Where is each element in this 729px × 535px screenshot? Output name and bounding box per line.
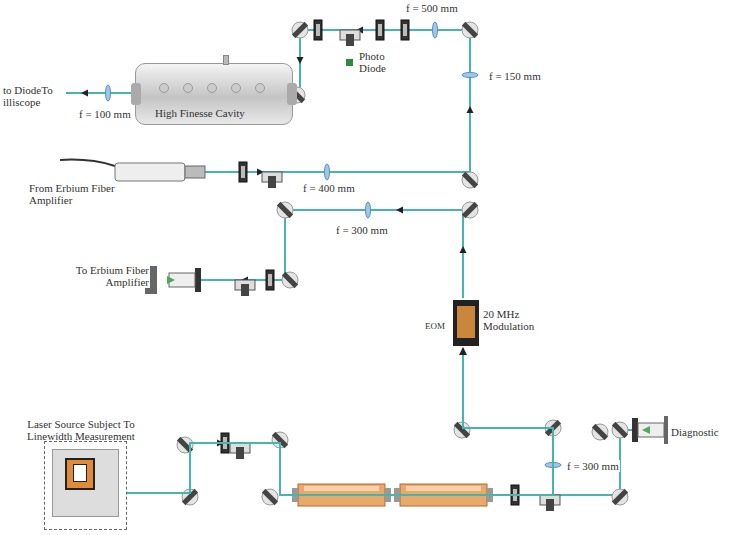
component-label: Diagnostic [670,426,720,438]
laser-window [73,464,87,482]
waveplate-window [403,24,407,36]
laser-beam [200,210,463,298]
mirror [282,272,298,288]
waveplate-window [378,24,382,36]
mirror-mount [612,422,628,438]
component-label: f = 300 mm [335,224,389,236]
cavity-flange [287,83,297,105]
collimator [115,163,185,181]
component-label: f = 150 mm [488,70,542,82]
isolator-post [346,34,354,46]
mirror [612,489,628,505]
mirror [462,172,478,188]
tube-highlight [406,486,481,491]
lens [106,85,111,101]
lens [366,202,371,218]
mirror-mount [462,22,478,38]
component-label: To Erbium Fiber Amplifier [46,264,150,288]
lens [433,22,438,38]
node-text: EOM [425,320,445,332]
isolator-post [268,176,276,188]
coupler-mount [632,418,638,442]
mirror [277,202,293,218]
mirror-mount [592,424,608,440]
mirror [462,202,478,218]
waveplate [401,20,409,40]
waveplate [376,20,384,40]
mirror-mount [282,272,298,288]
mirror-mount [462,172,478,188]
mirror-mount [292,22,308,38]
coupler-body [664,416,668,444]
mirror-mount [612,489,628,505]
node-text: Laser Source Subject To Linewidth Measur… [25,418,137,442]
beam-arrowhead [467,106,474,113]
cavity-window [159,83,169,93]
isolator-post [236,447,244,459]
beam-arrowhead [297,57,304,64]
coupler [638,423,664,437]
component-label: to DiodeTo illiscope [2,84,66,108]
laser-beam [553,430,632,495]
cavity-flange [131,83,141,105]
waveplate-window [316,24,320,36]
component-label: f = 500 mm [405,2,459,14]
beam-arrowhead [460,246,467,253]
waveplate [266,270,274,290]
waveplate-window [241,166,245,178]
tube-highlight [304,486,379,491]
beam-connector [137,348,553,495]
mirror [612,422,628,438]
cavity-window [231,83,241,93]
laser-beam [62,92,135,94]
component-label: f = 300 mm [566,460,620,472]
cavity-window [183,83,193,93]
waveplate-window [268,274,272,286]
laser-source-box: Laser Source Subject To Linewidth Measur… [25,418,137,532]
mirror-mount [262,489,278,505]
isolator-post [241,284,249,296]
coupler-mount [195,268,201,292]
waveplate [239,162,247,182]
mirror [292,22,308,38]
mirror [462,22,478,38]
beam-arrowhead [396,207,403,214]
cavity-port [223,55,229,65]
cavity-window [207,83,217,93]
cavity-box: High Finesse Cavity [135,55,293,133]
component-label: From Erbium Fiber Amplifier [28,182,130,206]
mirror [592,424,608,440]
mirror-mount [277,202,293,218]
waveplate [314,20,322,40]
lens [325,164,330,180]
component-label: f = 400 mm [302,182,356,194]
cavity-window [255,83,265,93]
mirror [262,489,278,505]
component-label: f = 100 mm [78,108,132,120]
laser-beam [462,428,553,495]
fiber [60,160,115,166]
collimator-tip [185,166,205,178]
eom-box: EOM 20 MHz Modulation [425,298,537,348]
coupler-lens [167,276,175,284]
eom-crystal [457,306,475,338]
photodiode [346,59,353,66]
coupler-lens [642,426,650,434]
lens [462,73,478,78]
node-text: High Finesse Cavity [155,107,245,119]
isolator-post [546,499,554,511]
component-label: Photo Diode [358,50,402,74]
beam-arrowhead [81,90,88,97]
mirror-mount [462,202,478,218]
node-text: 20 MHz Modulation [483,308,539,332]
